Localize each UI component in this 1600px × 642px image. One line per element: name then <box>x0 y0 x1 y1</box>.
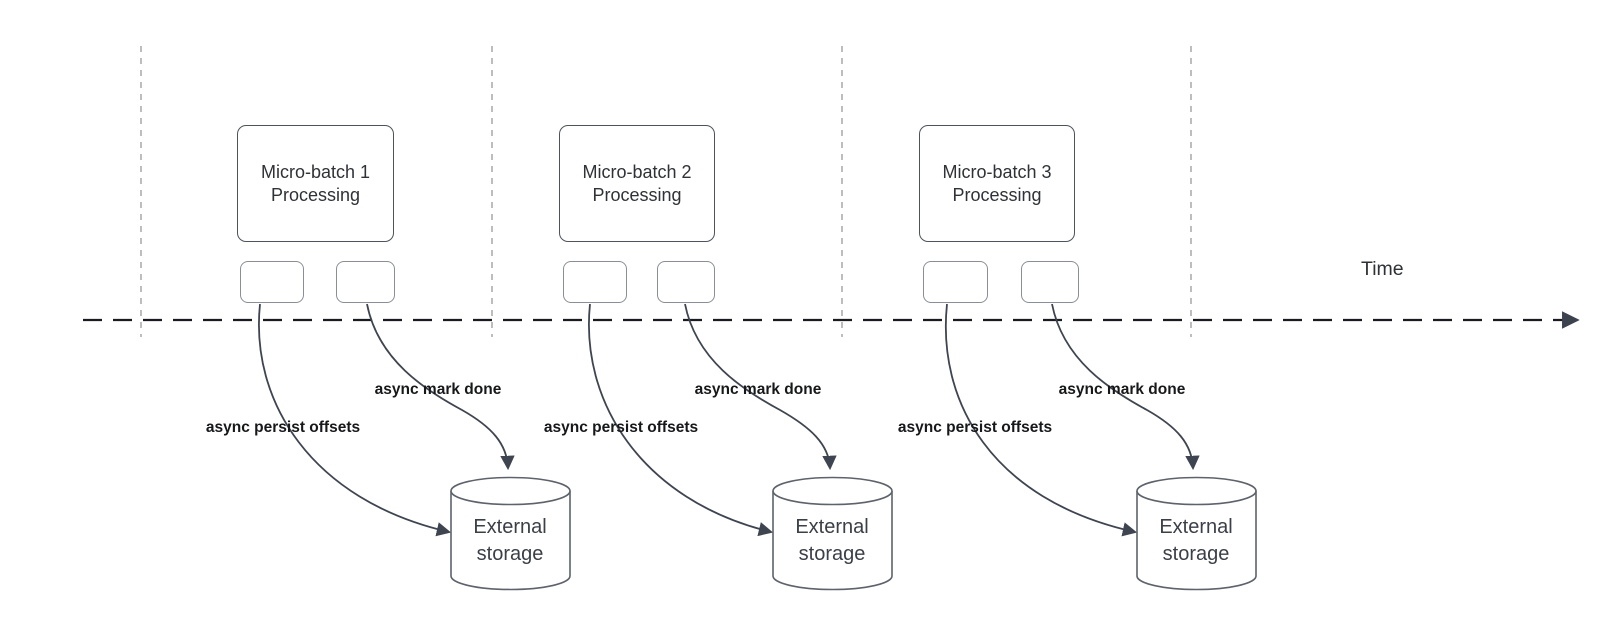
microbatch-3-title-line1: Micro-batch 3 <box>942 161 1052 182</box>
time-axis-label: Time <box>1361 258 1404 280</box>
external-storage-label-1-line2: storage <box>476 543 544 565</box>
microbatch-3-processing-box: Micro-batch 3 Processing <box>919 125 1075 242</box>
persist-offsets-label-3: async persist offsets <box>897 419 1053 436</box>
external-storage-label-1: External storage <box>440 514 580 568</box>
persist-offsets-arrow-1 <box>258 303 452 537</box>
persist-offsets-task-box-1 <box>240 261 304 303</box>
persist-offsets-arrow-2 <box>588 303 774 537</box>
microbatch-1-title-line1: Micro-batch 1 <box>260 161 371 182</box>
external-storage-label-3-line1: External <box>1159 516 1233 538</box>
persist-offsets-label-2: async persist offsets <box>543 419 699 436</box>
microbatch-1-processing-box: Micro-batch 1 Processing <box>237 125 394 242</box>
microbatch-2-title-line1: Micro-batch 2 <box>582 161 692 182</box>
mark-done-arrow-2 <box>684 303 837 471</box>
mark-done-arrow-3 <box>1051 303 1200 471</box>
mark-done-label-2: async mark done <box>694 381 822 398</box>
persist-offsets-label-1: async persist offsets <box>205 419 361 436</box>
microbatch-2-title-line2: Processing <box>592 184 682 205</box>
mark-done-task-box-3 <box>1021 261 1079 303</box>
external-storage-label-3: External storage <box>1126 514 1266 568</box>
external-storage-label-1-line1: External <box>473 516 547 538</box>
mark-done-arrow-1 <box>366 303 515 471</box>
microbatch-2-processing-box: Micro-batch 2 Processing <box>559 125 715 242</box>
external-storage-label-2-line1: External <box>795 516 869 538</box>
mark-done-label-1: async mark done <box>374 381 502 398</box>
external-storage-cylinder-1 <box>450 476 571 591</box>
persist-offsets-arrow-3 <box>945 303 1138 537</box>
external-storage-label-2-line2: storage <box>798 543 866 565</box>
mark-done-task-box-1 <box>336 261 395 303</box>
external-storage-cylinder-2 <box>772 476 893 591</box>
external-storage-label-2: External storage <box>762 514 902 568</box>
microbatch-3-title-line2: Processing <box>952 184 1042 205</box>
external-storage-cylinder-3 <box>1136 476 1257 591</box>
external-storage-label-3-line2: storage <box>1162 543 1230 565</box>
mark-done-label-3: async mark done <box>1058 381 1186 398</box>
mark-done-task-box-2 <box>657 261 715 303</box>
persist-offsets-task-box-3 <box>923 261 988 303</box>
microbatch-1-title-line2: Processing <box>270 184 361 205</box>
persist-offsets-task-box-2 <box>563 261 627 303</box>
